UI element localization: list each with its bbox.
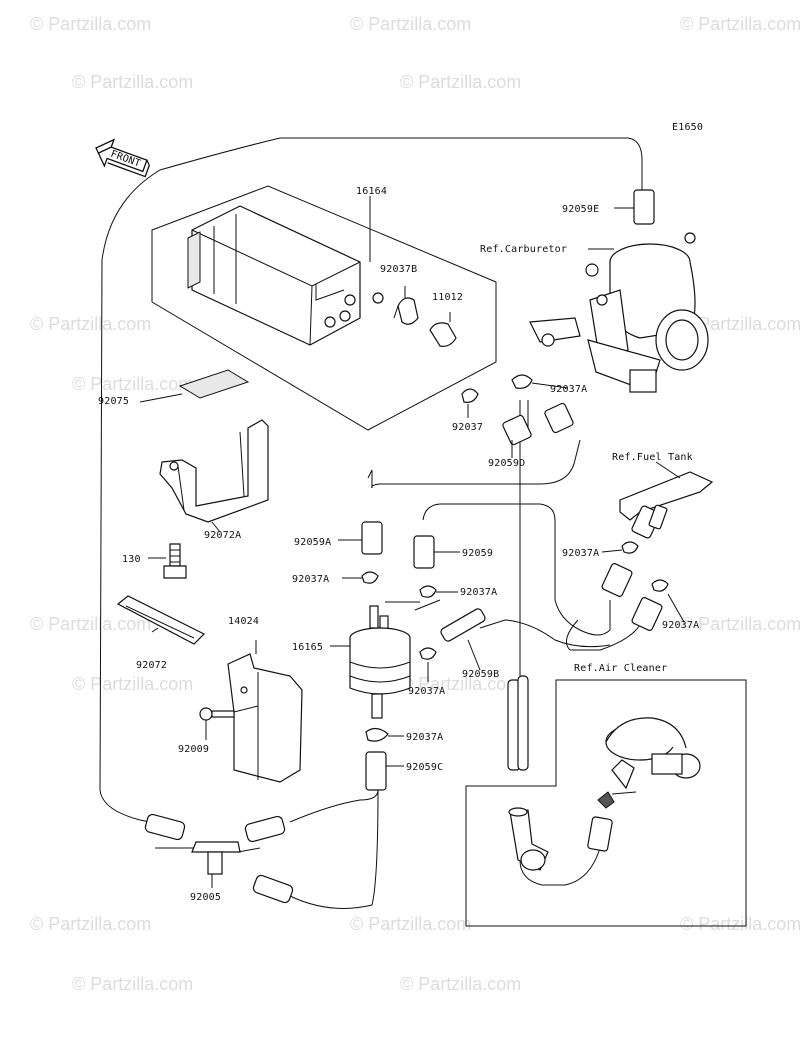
watermark-text: © Partzilla.com [680, 14, 800, 34]
watermark-text: © Partzilla.com [72, 72, 193, 92]
part-number-92037A: 92037A [408, 686, 445, 697]
watermark-text: © Partzilla.com [30, 314, 151, 334]
watermark-text: © Partzilla.com [72, 374, 193, 394]
carburetor [529, 232, 709, 393]
part-number-92059B: 92059B [462, 669, 499, 680]
hose-92059 [413, 535, 435, 569]
watermark-text: © Partzilla.com [30, 614, 151, 634]
part-number-92037A: 92037A [662, 620, 699, 631]
bracket-92072A [159, 419, 269, 533]
part-number-92059C: 92059C [406, 762, 443, 773]
part-number-130: 130 [122, 554, 141, 565]
watermark-text: © Partzilla.com [72, 674, 193, 694]
part-number-92009: 92009 [178, 744, 209, 755]
canister-group-outline [151, 185, 497, 431]
watermark-text: © Partzilla.com [30, 914, 151, 934]
plate-92072 [116, 595, 206, 645]
clamp-92037A [361, 571, 379, 584]
t-joint-92005 [144, 813, 294, 904]
screw-92009 [199, 707, 235, 740]
ref-fuel-tank: Ref.Fuel Tank [612, 452, 693, 463]
air-cleaner-valve [597, 717, 701, 809]
front-arrow-icon: FRONT [95, 138, 151, 178]
watermark-text: © Partzilla.com [400, 674, 521, 694]
part-number-92037: 92037 [452, 422, 483, 433]
clamp-92037 [461, 388, 479, 418]
cap-11012 [429, 312, 457, 347]
part-number-92059A: 92059A [294, 537, 331, 548]
part-number-11012: 11012 [432, 292, 463, 303]
hose-92059B [440, 608, 486, 642]
watermark-text: © Partzilla.com [400, 72, 521, 92]
part-number-92037A: 92037A [550, 384, 587, 395]
hose-segment [587, 816, 613, 852]
part-number-92059E: 92059E [562, 204, 599, 215]
clamp-92037A [511, 374, 569, 389]
watermark-text: © Partzilla.com [72, 974, 193, 994]
watermark-text: © Partzilla.com [680, 314, 800, 334]
hose-92059C [365, 751, 387, 791]
hose-segment [517, 675, 529, 771]
part-number-92059: 92059 [462, 548, 493, 559]
clamp-92037A [419, 585, 437, 598]
part-number-92037B: 92037B [380, 264, 417, 275]
part-number-16164: 16164 [356, 186, 387, 197]
watermark-text: © Partzilla.com [680, 914, 800, 934]
air-cleaner-group-outline [465, 679, 747, 927]
watermark-text: © Partzilla.com [350, 914, 471, 934]
hose-segment [601, 563, 633, 597]
watermark-text: © Partzilla.com [350, 14, 471, 34]
hose-92059E [614, 189, 655, 225]
watermark-text: © Partzilla.com [680, 614, 800, 634]
fuel-filter-16165 [330, 605, 411, 719]
hose-92059D [502, 414, 532, 446]
clamp-92037A [365, 727, 389, 742]
ref-carburetor: Ref.Carburetor [480, 244, 567, 255]
part-labels: 16164 92059E Ref.Carburetor 92037B 11012… [98, 186, 699, 903]
ref-air-cleaner: Ref.Air Cleaner [574, 663, 667, 674]
part-number-92072A: 92072A [204, 530, 241, 541]
cover-14024 [227, 640, 303, 783]
fuel-tank-fitting [619, 461, 714, 539]
part-number-92005: 92005 [190, 892, 221, 903]
hose-segment [544, 402, 574, 434]
clamp-92037A [651, 579, 669, 592]
pad-92075 [139, 369, 250, 403]
clamp-92037A [419, 647, 437, 660]
part-number-14024: 14024 [228, 616, 259, 627]
watermark-layer: © Partzilla.com © Partzilla.com © Partzi… [30, 14, 800, 994]
part-number-92037A: 92037A [460, 587, 497, 598]
charcoal-canister [187, 205, 384, 346]
hose-routing-lines [99, 137, 643, 909]
part-number-92037A: 92037A [562, 548, 599, 559]
part-number-92037A: 92037A [406, 732, 443, 743]
clamp-92037A [621, 541, 639, 554]
hose-92059A [361, 521, 383, 555]
watermark-text: © Partzilla.com [400, 974, 521, 994]
part-number-92059D: 92059D [488, 458, 525, 469]
part-number-92037A: 92037A [292, 574, 329, 585]
hose-segment [631, 597, 663, 631]
diagram-code: E1650 [672, 122, 703, 133]
watermark-text: © Partzilla.com [30, 14, 151, 34]
clamp-92037B [393, 286, 419, 325]
part-number-16165: 16165 [292, 642, 323, 653]
elbow-fitting [508, 807, 549, 871]
part-number-92072: 92072 [136, 660, 167, 671]
bolt-130 [148, 543, 187, 579]
part-number-92075: 92075 [98, 396, 129, 407]
